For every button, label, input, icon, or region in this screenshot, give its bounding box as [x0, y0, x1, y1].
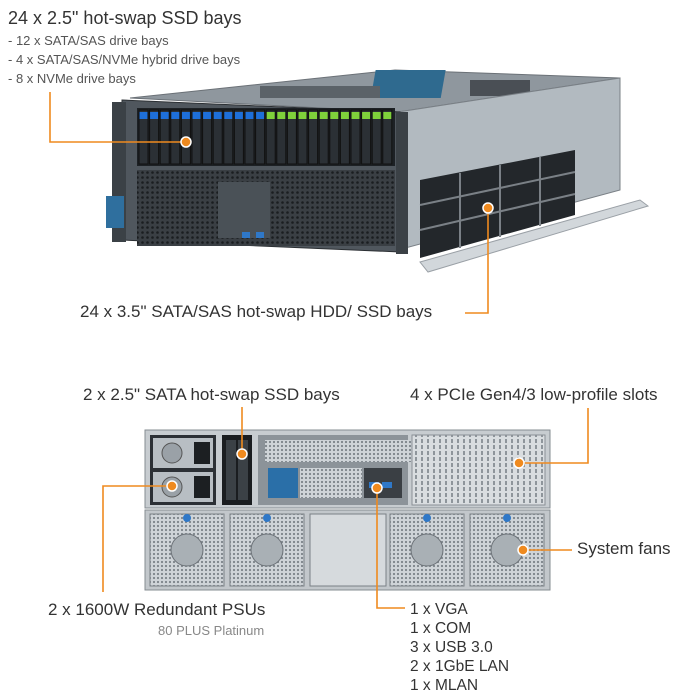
ssd-bay-slot	[265, 109, 276, 165]
callout-lines	[49, 92, 589, 609]
front-hdd-label: 24 x 3.5" SATA/SAS hot-swap HDD/ SSD bay…	[80, 302, 433, 321]
callout-psu	[102, 485, 170, 592]
port-item-lan: 2 x 1GbE LAN	[410, 658, 510, 675]
ssd-bay-latch	[266, 112, 275, 119]
fan-latch	[423, 514, 431, 522]
ssd-bay-slot	[212, 109, 223, 165]
ssd-bay-slot	[371, 109, 382, 165]
ssd-bay-latch	[340, 112, 349, 119]
ssd-bay-slot	[244, 109, 255, 165]
ssd-bay-slot	[308, 109, 319, 165]
callout-front-hdd	[465, 210, 489, 314]
port-item-vga: 1 x VGA	[410, 601, 468, 618]
front-ssd-detail-2: - 4 x SATA/SAS/NVMe hybrid drive bays	[8, 52, 241, 67]
usb-port-icon	[242, 232, 250, 238]
ssd-bay-slot	[382, 109, 393, 165]
ssd-bay-slot	[202, 109, 213, 165]
fan-latch	[183, 514, 191, 522]
rear-psu-label: 2 x 1600W Redundant PSUs	[48, 600, 266, 619]
ssd-bay-latch	[372, 112, 381, 119]
ssd-bay-latch	[203, 112, 212, 119]
internal-board-icon	[370, 70, 446, 98]
ssd-bay-latch	[160, 112, 169, 119]
ssd-bay-latch	[298, 112, 307, 119]
ssd-bay-slot	[233, 109, 244, 165]
ssd-bay-latch	[181, 112, 190, 119]
ssd-bay-latch	[213, 112, 222, 119]
fan-icon	[410, 533, 444, 567]
ssd-bay-slot	[149, 109, 160, 165]
ssd-bay-slot	[170, 109, 181, 165]
ssd-bay-latch	[234, 112, 243, 119]
rear-port-list: 1 x VGA 1 x COM 3 x USB 3.0 2 x 1GbE LAN…	[410, 600, 509, 695]
ssd-bay-latch	[277, 112, 286, 119]
front-ssd-detail-1: - 12 x SATA/SAS drive bays	[8, 33, 169, 48]
pcie-slots	[412, 435, 545, 505]
fan-icon	[250, 533, 284, 567]
ssd-bay-latch	[330, 112, 339, 119]
blank-panel	[309, 513, 387, 587]
ssd-bay-latch	[362, 112, 371, 119]
port-item-mlan: 1 x MLAN	[410, 677, 479, 694]
ssd-bay-latch	[139, 112, 148, 119]
side-hdd-bays	[419, 150, 576, 258]
ssd-bay-slot	[286, 109, 297, 165]
ssd-bay-latch	[309, 112, 318, 119]
callout-front-ssd	[49, 92, 184, 143]
ssd-bay-slot	[361, 109, 372, 165]
ssd-bay-slot	[339, 109, 350, 165]
front-ssd-detail-3: - 8 x NVMe drive bays	[8, 71, 136, 86]
front-ssd-title: 24 x 2.5" hot-swap SSD bays	[8, 8, 242, 28]
usb-port-icon	[256, 232, 264, 238]
left-ear-handle	[106, 196, 124, 228]
ssd-bay-latch	[150, 112, 159, 119]
rear-fans-label: System fans	[577, 539, 671, 558]
ssd-bay-slot	[159, 109, 170, 165]
ssd-bay-slot	[318, 109, 329, 165]
ssd-bay-slot	[350, 109, 361, 165]
rear-ssd-label: 2 x 2.5" SATA hot-swap SSD bays	[83, 385, 340, 404]
fan-latch	[263, 514, 271, 522]
callout-ports	[376, 490, 405, 609]
ssd-bay-slot	[138, 109, 149, 165]
rear-pcie-label: 4 x PCIe Gen4/3 low-profile slots	[410, 385, 658, 404]
port-item-com: 1 x COM	[410, 620, 472, 637]
ssd-bay-slot	[223, 109, 234, 165]
fan-icon	[170, 533, 204, 567]
ssd-bay-slot	[329, 109, 340, 165]
ssd-bay-latch	[171, 112, 180, 119]
ssd-bay-latch	[287, 112, 296, 119]
front-server-chassis	[106, 69, 650, 273]
ssd-bay-latch	[319, 112, 328, 119]
ssd-bay-latch	[383, 112, 392, 119]
rear-psu-sub: 80 PLUS Platinum	[158, 623, 265, 638]
ssd-bay-slot	[297, 109, 308, 165]
fan-latch	[503, 514, 511, 522]
com-vga-ports	[268, 468, 298, 498]
ssd-bay-latch	[256, 112, 265, 119]
ssd-bay-latch	[224, 112, 233, 119]
ssd-bay-latch	[192, 112, 201, 119]
ssd-bay-slot	[255, 109, 266, 165]
ssd-bay-slot	[276, 109, 287, 165]
ssd-bay-latch	[245, 112, 254, 119]
ssd-bay-latch	[351, 112, 360, 119]
ssd-bay-slot	[191, 109, 202, 165]
port-item-usb: 3 x USB 3.0	[410, 639, 493, 656]
callout-pcie	[521, 408, 589, 464]
